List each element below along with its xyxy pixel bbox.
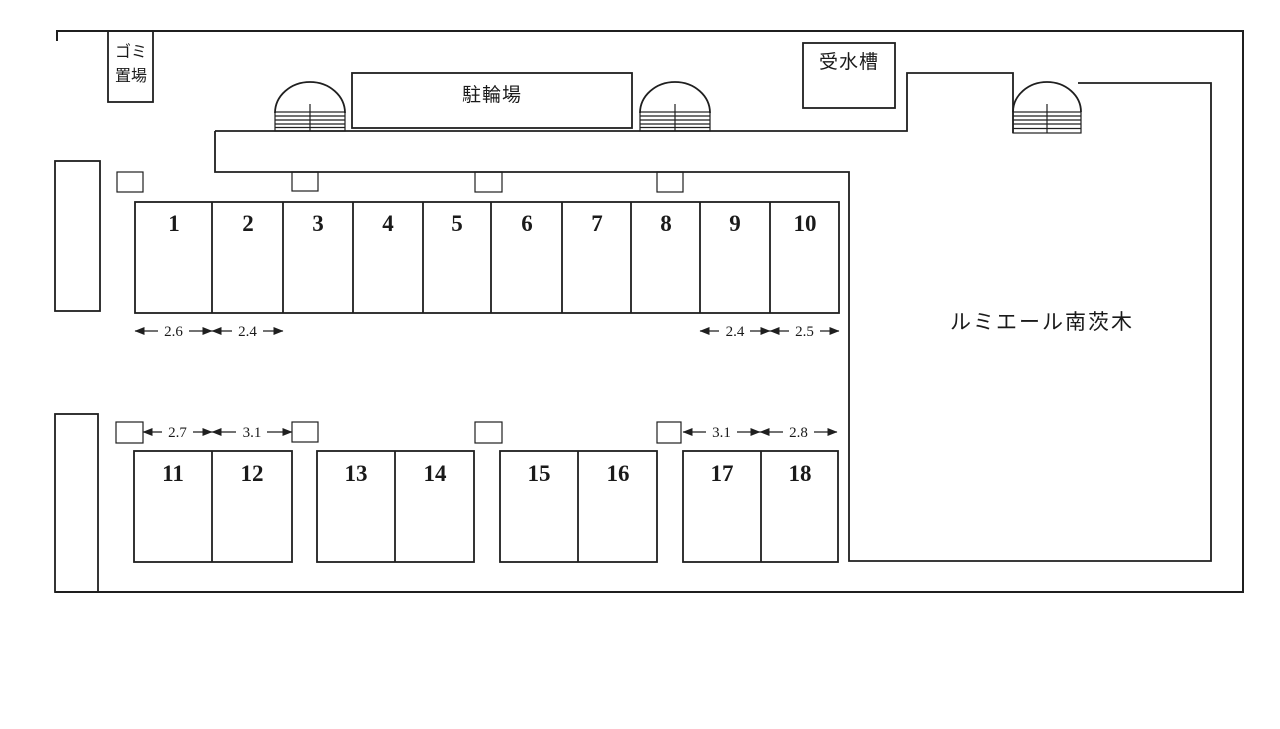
parking-row-1-dividers (211, 202, 771, 313)
pillar (656, 421, 682, 444)
bicycle-parking-label: 駐輪場 (462, 84, 522, 106)
building-name-label: ルミエール南茨木 (950, 310, 1134, 334)
parking-row-1: 1 2 3 4 5 6 7 8 9 10 (134, 201, 840, 314)
pillar (116, 171, 144, 193)
space-number-6: 6 (521, 211, 533, 236)
pillar (291, 171, 319, 192)
garbage-area-box (107, 30, 154, 103)
pillar (656, 171, 684, 193)
pillar (115, 421, 144, 444)
dimension-row2-right: 3.1 2.8 (682, 424, 838, 441)
water-tank-label: 受水槽 (819, 51, 879, 73)
dimension-row1-right: 2.4 2.5 (699, 323, 840, 340)
left-structure-lower (54, 413, 99, 593)
space-number-14: 14 (424, 461, 448, 486)
space-number-12: 12 (241, 461, 264, 486)
dimension-value: 2.7 (168, 425, 187, 441)
space-number-8: 8 (660, 211, 672, 236)
space-number-1: 1 (168, 211, 180, 236)
parking-block-11-12 (133, 450, 293, 563)
stairs-dome-2 (639, 81, 711, 132)
space-number-18: 18 (789, 461, 812, 486)
site-boundary (55, 30, 1244, 593)
parking-row-2: 11 12 13 14 15 16 17 18 (133, 450, 839, 563)
space-number-9: 9 (729, 211, 741, 236)
space-number-10: 10 (794, 211, 817, 236)
dimension-value: 3.1 (243, 425, 262, 441)
left-structure-upper (54, 160, 101, 312)
space-number-15: 15 (528, 461, 551, 486)
space-number-17: 17 (711, 461, 734, 486)
space-number-3: 3 (312, 211, 324, 236)
building-outline (214, 82, 1212, 562)
dimension-value: 2.8 (789, 425, 808, 441)
pillar (291, 421, 319, 443)
garbage-area-label-line1: ゴミ (115, 42, 147, 61)
dimension-value: 2.5 (795, 324, 814, 340)
dimension-row2-left: 2.7 3.1 (142, 424, 293, 441)
dimension-row1-left: 2.6 2.4 (134, 323, 284, 340)
space-number-4: 4 (382, 211, 394, 236)
pillar (474, 171, 503, 193)
space-number-13: 13 (345, 461, 368, 486)
dimension-value: 3.1 (712, 425, 731, 441)
parking-row-1-outline (134, 201, 840, 314)
garbage-area-label-line2: 置場 (115, 67, 147, 85)
space-number-11: 11 (162, 461, 184, 486)
pillar (474, 421, 503, 444)
space-number-5: 5 (451, 211, 463, 236)
space-number-16: 16 (607, 461, 630, 486)
dimension-value: 2.6 (164, 324, 183, 340)
stairs-dome-1 (274, 81, 346, 132)
water-tank-box (802, 42, 896, 109)
bicycle-parking-box (351, 72, 633, 129)
dimension-value: 2.4 (726, 324, 745, 340)
dimension-value: 2.4 (238, 324, 257, 340)
space-number-7: 7 (591, 211, 603, 236)
space-number-2: 2 (242, 211, 254, 236)
stairs-dome-3 (1012, 81, 1082, 134)
